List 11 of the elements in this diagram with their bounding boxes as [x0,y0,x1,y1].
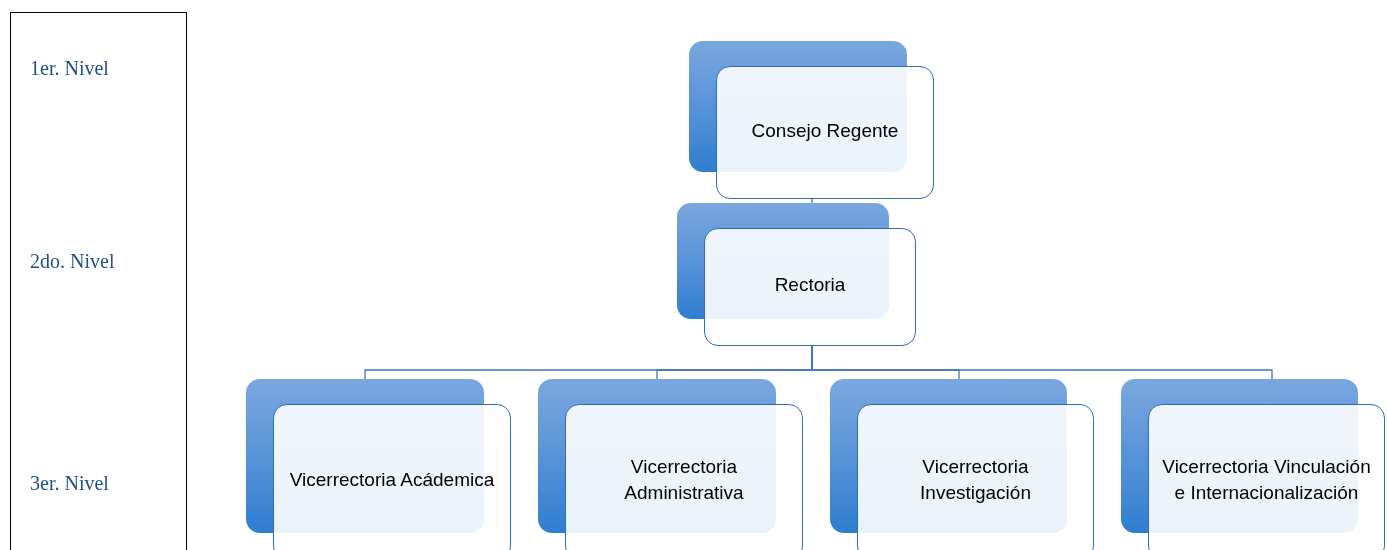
level-label: 3er. Nivel [30,471,109,496]
connector-line [811,198,813,204]
box-label: Vicerrectoria Vinculación e Internacionalización [1161,455,1372,505]
box-label: Vicerrectoria Investigación [919,455,1032,505]
level-panel [10,12,187,550]
box-label: Rectoria [774,273,846,298]
box-label: Consejo Regente [751,118,899,143]
level-label: 2do. Nivel [30,249,115,274]
level-label: 1er. Nivel [30,56,109,81]
box-label: Vicerrectoria Acádemica [289,468,495,493]
box-label: Vicerrectoria Administrativa [623,455,745,505]
